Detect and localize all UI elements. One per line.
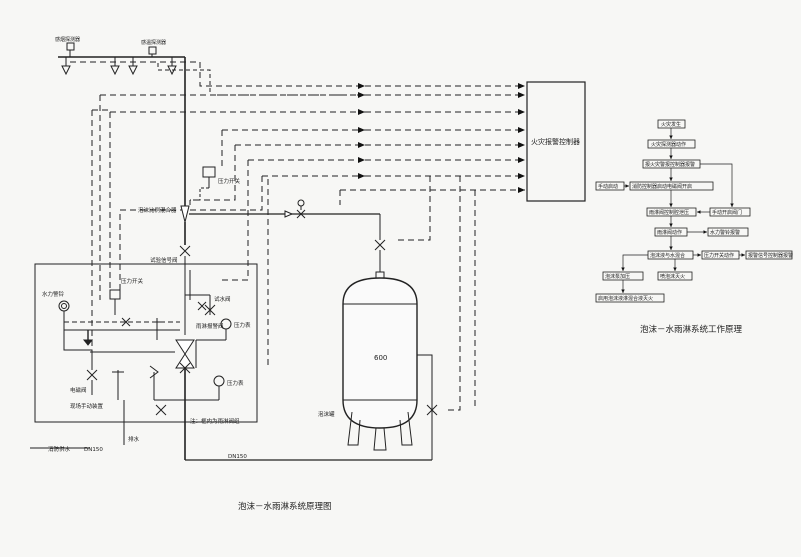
pressure-gauge-2-label: 压力表 (227, 379, 244, 387)
fc-deluge-open: 雨淋阀控制腔泄压 (649, 209, 689, 216)
temp-detector (148, 46, 157, 57)
tank-capacity-label: 600 (374, 354, 387, 362)
test-signal-valve-label: 试验信号阀 (150, 256, 178, 264)
fc-spray-foam: 喷泡沫灭火 (660, 273, 685, 280)
fc-valve-opens: 雨淋阀动作 (657, 229, 682, 236)
deluge-alarm-valve (175, 270, 216, 460)
box-note-label: 注：框内为雨淋阀组 (190, 417, 240, 425)
fc-controller-alarm: 报火灾警报控制器报警 (645, 161, 695, 168)
manual-device-label: 现场手动装置 (70, 402, 104, 410)
pressure-gauge-1-label: 压力表 (234, 321, 251, 329)
fire-controller-label: 火灾报警控制器 (531, 137, 580, 146)
smoke-detector (66, 42, 75, 57)
pipe-dn150-bottom-label: DN150 (228, 454, 247, 460)
pressure-gauge-1 (196, 318, 232, 341)
flowchart-title: 泡沫－水雨淋系统工作原理 (640, 324, 743, 335)
solenoid-valve-label: 电磁阀 (70, 386, 87, 394)
fc-pressure-switch: 压力开关动作 (704, 252, 734, 259)
sprinkler-branch (58, 56, 185, 76)
flowchart-arrows (621, 128, 745, 293)
test-valve-label: 试水阀 (214, 295, 231, 303)
foam-tank (342, 265, 418, 451)
test-signal-valve (179, 245, 191, 270)
foam-proportioner-label: 泡沫比例混合器 (138, 206, 177, 214)
fc-foam-mixer: 泡沫液与水混合 (650, 252, 685, 259)
schematic-labels: 感烟探测器 感温探测器 火灾报警控制器 压力开关 泡沫比例混合器 试验信号阀 压… (42, 36, 580, 512)
pressure-gauge-2 (185, 375, 225, 401)
pressure-switch-mid (109, 289, 121, 315)
pressure-switch-top-label: 压力开关 (218, 177, 241, 185)
fire-supply-label: 消防供水 (48, 445, 71, 453)
water-alarm-bell (58, 300, 180, 331)
drain-label: 排水 (128, 435, 140, 443)
foam-tank-label: 泡沫罐 (318, 410, 335, 418)
fc-system-done: 启用泡沫液淋混合液灭火 (598, 295, 653, 302)
fc-pump-start: 泡沫泵加压 (605, 273, 630, 280)
fc-water-bell: 水力警铃报警 (710, 229, 740, 236)
deluge-alarm-valve-label: 雨淋报警阀 (196, 322, 224, 330)
tank-outlet (417, 354, 438, 460)
test-valve (189, 270, 207, 311)
fc-manual-alt: 手动开启阀门 (712, 209, 742, 216)
flowchart-labels: 火灾发生 火灾探测器动作 报火灾警报控制器报警 手动启动 消防控制器启动电磁阀开… (598, 121, 793, 335)
pressure-switch-top (190, 166, 216, 201)
fc-fire: 火灾发生 (661, 121, 681, 128)
fc-detector: 火灾探测器动作 (651, 141, 686, 148)
manual-device (112, 365, 159, 400)
foam-line-valves (284, 199, 386, 265)
signal-lines (70, 61, 525, 411)
smoke-detector-label: 感烟探测器 (55, 36, 80, 43)
fc-solenoid-open: 消防控制器启动电磁阀开启 (632, 183, 692, 190)
fc-alarm-ctrl: 报警信号控制器报警 (748, 252, 793, 259)
temp-detector-label: 感温探测器 (141, 39, 166, 46)
pressure-switch-mid-label: 压力开关 (121, 277, 144, 285)
pipe-dn150-left-label: DN150 (84, 447, 103, 453)
fc-manual-start: 手动启动 (598, 183, 618, 190)
fire-alarm-controller (526, 81, 586, 202)
deluge-valve-group-box (34, 263, 258, 423)
drain (123, 399, 185, 445)
solenoid-valve (86, 351, 175, 395)
water-alarm-label: 水力警铃 (42, 290, 65, 298)
foam-proportioner (180, 205, 380, 223)
schematic-title: 泡沫－水雨淋系统原理图 (238, 501, 332, 512)
